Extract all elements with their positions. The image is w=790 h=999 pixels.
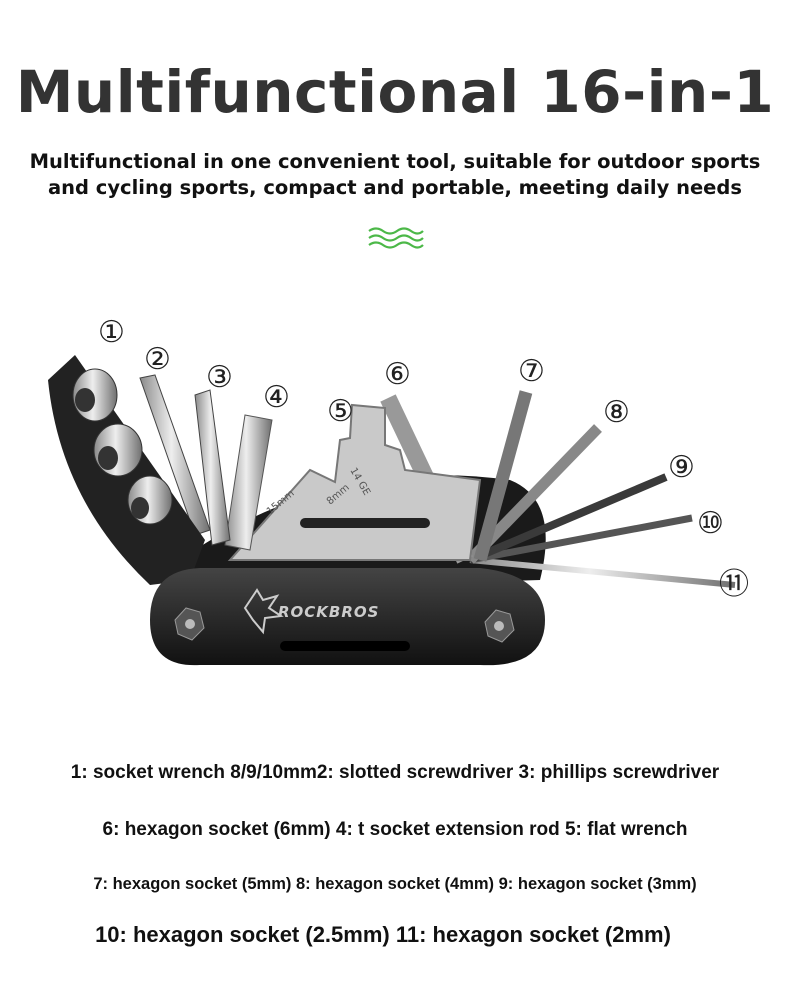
callout-1: ① xyxy=(98,315,125,350)
brand-star-icon xyxy=(243,588,284,635)
callout-10: ⑩ xyxy=(697,506,724,541)
callout-5: ⑤ xyxy=(327,394,354,429)
brand-logo: ROCKBROS xyxy=(278,603,379,621)
caption-line-3: 7: hexagon socket (5mm) 8: hexagon socke… xyxy=(93,875,697,893)
callout-11: ⑪ xyxy=(719,567,749,602)
callout-8: ⑧ xyxy=(603,395,630,430)
callout-7: ⑦ xyxy=(518,354,545,389)
callout-6: ⑥ xyxy=(384,357,411,392)
callout-3: ③ xyxy=(206,360,233,395)
subtitle-line-2: and cycling sports, compact and portable… xyxy=(48,176,742,199)
callout-2: ② xyxy=(144,342,171,377)
caption-line-4: 10: hexagon socket (2.5mm) 11: hexagon s… xyxy=(95,922,671,947)
multitool-product-image: 15mm 8mm 14 GE ROCKBROS xyxy=(48,355,736,666)
caption-line-2: 6: hexagon socket (6mm) 4: t socket exte… xyxy=(102,819,688,840)
callout-9: ⑨ xyxy=(668,450,695,485)
subtitle-line-1: Multifunctional in one convenient tool, … xyxy=(29,150,761,173)
wave-divider-icon xyxy=(368,227,424,249)
callout-4: ④ xyxy=(263,380,290,415)
caption-line-1: 1: socket wrench 8/9/10mm2: slotted scre… xyxy=(70,762,720,783)
page-title: Multifunctional 16-in-1 xyxy=(15,58,775,126)
